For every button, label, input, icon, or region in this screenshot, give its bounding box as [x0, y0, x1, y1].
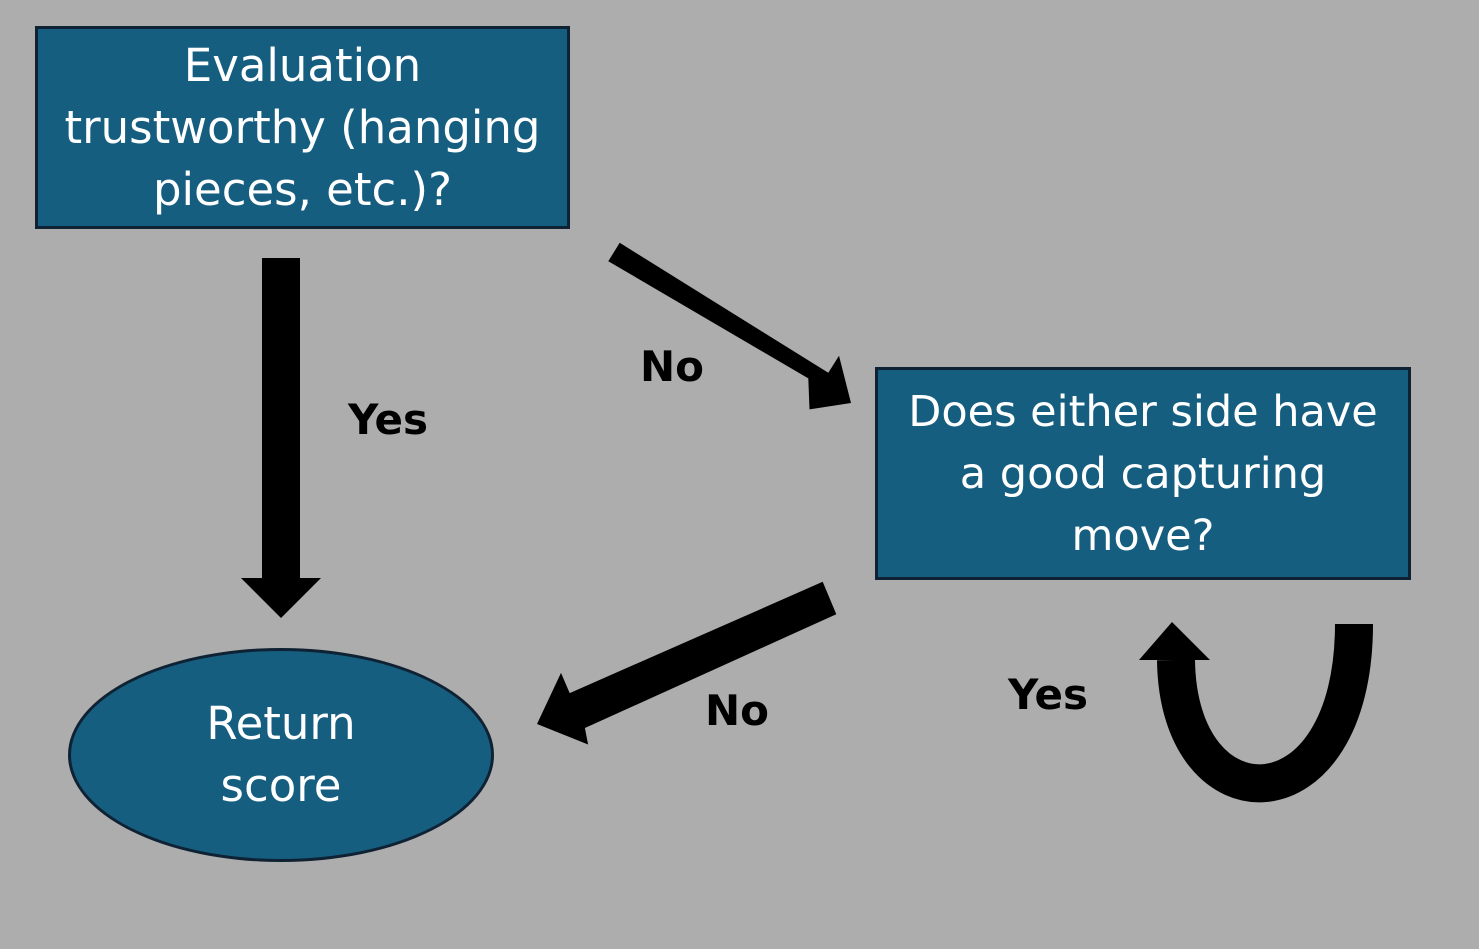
evaluation-node-label: Evaluation trustworthy (hanging pieces, …: [64, 38, 541, 216]
edge-label-eval-to-capture: No: [640, 342, 705, 391]
evaluation-trustworthy-node: Evaluation trustworthy (hanging pieces, …: [35, 26, 570, 229]
arrow-capture-to-return: [537, 581, 837, 745]
arrow-eval-to-return: [241, 258, 321, 618]
edge-label-capture-loop: Yes: [1008, 670, 1089, 719]
arrow-capture-loop-head: [1139, 622, 1210, 660]
edge-label-eval-to-return: Yes: [348, 395, 429, 444]
edge-label-capture-to-return: No: [705, 686, 770, 735]
capturing-node-label: Does either side have a good capturing m…: [908, 386, 1378, 561]
return-score-node: Return score: [68, 648, 494, 862]
return-node-label: Return score: [206, 697, 356, 812]
arrow-eval-to-capture: [608, 242, 851, 410]
arrow-capture-loop: [1157, 623, 1373, 803]
capturing-move-node: Does either side have a good capturing m…: [875, 367, 1411, 580]
